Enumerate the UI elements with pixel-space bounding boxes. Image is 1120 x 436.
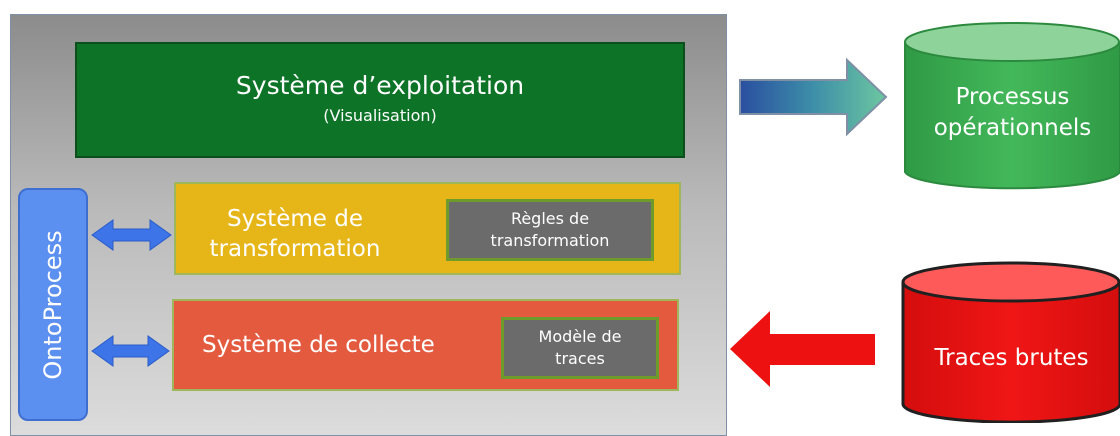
trace-model-box: Modèle de traces <box>501 317 659 379</box>
transformation-system-box: Système de transformation Règles de tran… <box>174 182 681 275</box>
trace-model-line2: traces <box>555 349 605 368</box>
processes-label-line1: Processus <box>955 84 1070 110</box>
transformation-rules-line2: transformation <box>490 231 610 250</box>
transformation-rules-line1: Règles de <box>510 209 590 228</box>
processes-datastore-cylinder <box>904 22 1120 190</box>
transformation-title-line2: transformation <box>209 236 381 262</box>
link-arrow-collecte <box>91 335 170 367</box>
ontoprocess-box: OntoProcess <box>18 188 88 421</box>
raw-traces-datastore-cylinder <box>901 261 1120 423</box>
link-arrow-transformation <box>91 219 172 251</box>
transformation-title-line1: Système de <box>227 206 363 232</box>
collecte-system-box: Système de collecte Modèle de traces <box>172 299 679 391</box>
transformation-rules-box: Règles de transformation <box>446 199 654 261</box>
diagram-shapes <box>91 22 1120 423</box>
transformation-title: Système de transformation <box>190 204 400 264</box>
exploitation-system-box: Système d’exploitation (Visualisation) <box>75 42 685 158</box>
processes-label: Processus opérationnels <box>905 82 1120 144</box>
input-arrow <box>730 311 875 387</box>
exploitation-title: Système d’exploitation <box>235 71 525 100</box>
collecte-title: Système de collecte <box>202 332 435 358</box>
trace-model-line1: Modèle de <box>538 327 622 346</box>
processes-label-line2: opérationnels <box>933 115 1092 141</box>
output-arrow <box>739 57 888 137</box>
raw-traces-label: Traces brutes <box>934 345 1089 371</box>
exploitation-subtitle: (Visualisation) <box>323 106 437 125</box>
